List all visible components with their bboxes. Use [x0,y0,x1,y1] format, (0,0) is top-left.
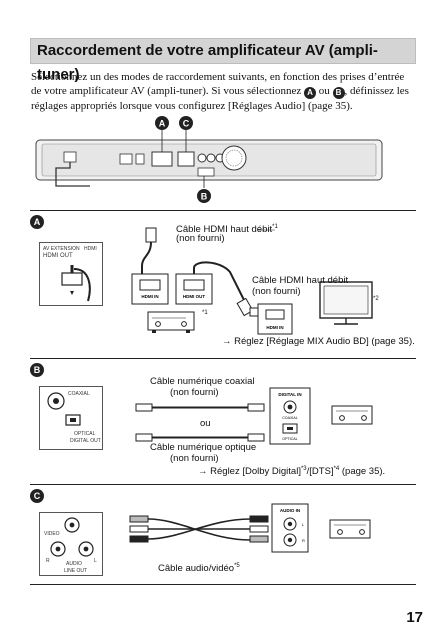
hdmi-cable-label-2: Câble HDMI haut débit [252,275,349,286]
or-label: ou [200,418,211,429]
section-a-divider [30,210,416,211]
badge-c: C [30,489,44,503]
svg-text:HDMI IN: HDMI IN [266,325,283,330]
hdmi-connection-diagram: HDMI IN HDMI OUT HDMI IN [131,227,373,335]
intro-line-3: réglages appropriés lorsque vous configu… [31,100,353,112]
svg-text:R: R [302,538,305,543]
badge-c-top: C [183,119,190,129]
digital-out-port-icon [47,392,81,426]
tv-footnote: *2 [373,296,379,302]
player-rear-panel-diagram: A C B [35,116,383,203]
svg-text:OPTICAL: OPTICAL [282,437,297,441]
badge-a-inline: A [304,87,316,99]
hdmi-cable-sub-2: (non fourni) [252,286,301,297]
badge-b-inline: B [332,87,345,99]
svg-text:HDMI OUT: HDMI OUT [183,294,205,299]
badge-b-top: B [201,192,208,202]
section-b-reference: → Réglez [Dolby Digital]*3/[DTS]*4 (page… [198,466,386,477]
section-title: Raccordement de votre amplificateur AV (… [30,38,416,83]
badge-b: B [30,363,44,377]
optical-cable-sub: (non fourni) [170,453,219,464]
badge-a-top: A [159,119,166,129]
svg-text:HDMI IN: HDMI IN [141,294,158,299]
section-c-thumbnail: VIDEO R L AUDIO LINE OUT [39,512,103,576]
svg-text:AUDIO IN: AUDIO IN [280,508,300,513]
hdmi-cable-label-1: Câble HDMI haut débit*1 [176,224,278,235]
coaxial-cable-sub: (non fourni) [170,387,219,398]
av-cable-label: Câble audio/vidéo*5 [158,563,240,574]
svg-text:L: L [302,522,305,527]
section-c-divider [30,484,416,485]
section-a-thumbnail: AV EXTENSION HDMI OUT HDMI [39,242,103,306]
intro-paragraph: Sélectionnez un des modes de raccordemen… [31,70,416,113]
digital-cable-diagram: DIGITAL IN COAXIAL OPTICAL [135,387,373,445]
hdmi-cable-sub-1: (non fourni) [176,233,225,244]
section-b-thumbnail: COAXIAL OPTICAL DIGITAL OUT [39,386,103,450]
intro-line-1: Sélectionnez un des modes de raccordemen… [31,71,405,83]
coaxial-cable-label: Câble numérique coaxial [150,376,255,387]
optical-cable-label: Câble numérique optique [150,442,257,453]
section-b-divider [30,358,416,359]
amp-footnote: *1 [202,310,208,316]
badge-a: A [30,215,44,229]
bottom-divider [30,584,416,585]
svg-text:COAXIAL: COAXIAL [282,416,298,420]
svg-text:DIGITAL IN: DIGITAL IN [278,392,301,397]
section-a-reference: → Réglez [Réglage MIX Audio BD] (page 35… [222,336,415,347]
av-cable-diagram: AUDIO IN L R [129,503,371,553]
intro-line-2: de votre amplificateur AV (ampli-tuner).… [31,85,409,99]
line-out-port-icon [50,517,94,557]
hdmi-out-port-icon [61,265,91,302]
page-number: 17 [406,609,423,626]
